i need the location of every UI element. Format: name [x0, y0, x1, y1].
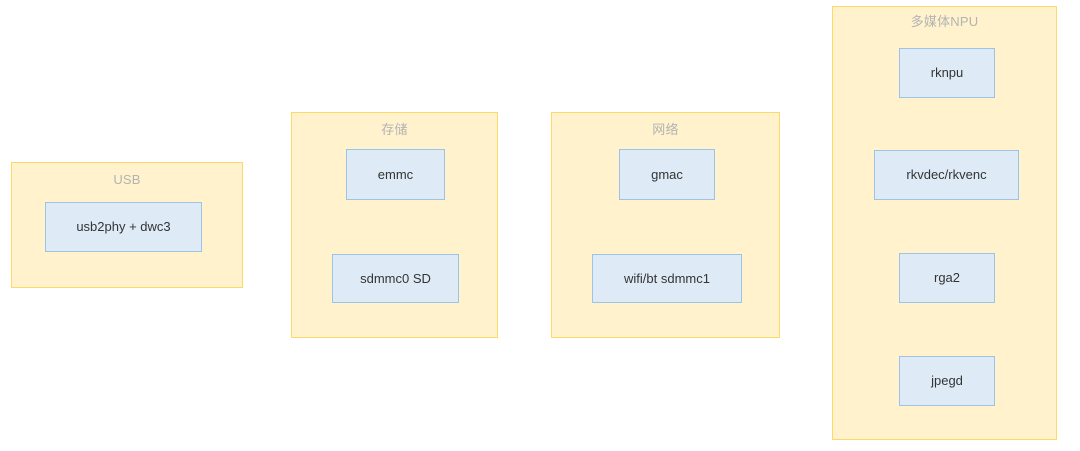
node-jpegd[interactable]: jpegd — [899, 356, 995, 406]
node-emmc[interactable]: emmc — [346, 149, 445, 200]
node-usb2phy-dwc3[interactable]: usb2phy + dwc3 — [45, 202, 202, 252]
group-usb[interactable]: USB usb2phy + dwc3 — [11, 162, 243, 288]
group-title-usb: USB — [113, 172, 141, 187]
group-title-network: 网络 — [652, 122, 679, 137]
group-title-multimedia-npu: 多媒体NPU — [910, 14, 979, 29]
group-title-storage: 存储 — [381, 122, 408, 137]
node-gmac[interactable]: gmac — [619, 149, 715, 200]
node-wifi-bt-sdmmc1[interactable]: wifi/bt sdmmc1 — [592, 254, 742, 303]
node-rkvdec-rkvenc[interactable]: rkvdec/rkvenc — [874, 150, 1019, 200]
group-network[interactable]: 网络 gmac wifi/bt sdmmc1 — [551, 112, 780, 338]
node-sdmmc0-sd[interactable]: sdmmc0 SD — [332, 254, 459, 303]
node-rga2[interactable]: rga2 — [899, 253, 995, 303]
group-multimedia-npu[interactable]: 多媒体NPU rknpu rkvdec/rkvenc rga2 jpegd — [832, 6, 1057, 440]
group-storage[interactable]: 存储 emmc sdmmc0 SD — [291, 112, 498, 338]
node-rknpu[interactable]: rknpu — [899, 48, 995, 98]
